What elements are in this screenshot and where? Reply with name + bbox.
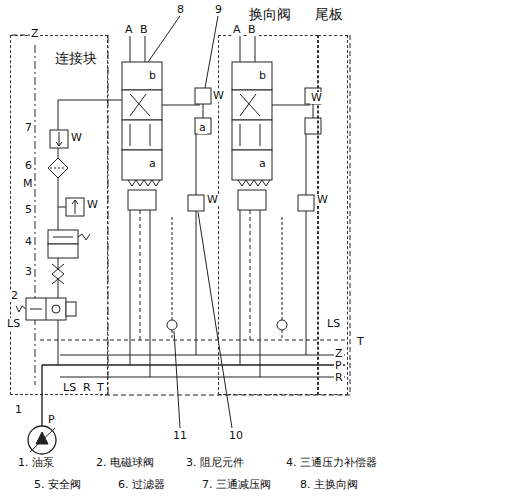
- callout-label: 3: [24, 266, 33, 278]
- callout-label: 10: [228, 430, 244, 442]
- callout-label: B: [139, 24, 149, 36]
- callout-label: P: [334, 360, 343, 372]
- callout-label: R: [334, 372, 344, 384]
- callout-label: 9: [214, 4, 223, 16]
- caption-item: 4. 三通压力补偿器: [286, 456, 377, 469]
- callout-label: T: [356, 336, 365, 348]
- section-heading: 连接块: [53, 50, 99, 67]
- callout-label: a: [148, 158, 157, 170]
- caption-item: 8. 主换向阀: [300, 478, 358, 491]
- callout-label: LS: [326, 318, 341, 330]
- caption-item: 5. 安全阀: [34, 478, 81, 491]
- caption-item: 2. 电磁球阀: [96, 456, 154, 469]
- callout-label: b: [148, 70, 157, 82]
- callout-label: A: [124, 24, 134, 36]
- callout-label: LS: [62, 382, 77, 394]
- callout-label: T: [96, 382, 105, 394]
- callout-label: 11: [172, 430, 188, 442]
- callout-label: 7: [24, 122, 33, 134]
- callout-label: A: [232, 24, 242, 36]
- callout-label: 5: [24, 204, 33, 216]
- callout-label: W: [310, 92, 323, 104]
- callout-label: P: [47, 414, 56, 426]
- caption-item: 6. 过滤器: [118, 478, 165, 491]
- callout-label: a: [198, 122, 207, 134]
- callout-label: 6: [24, 160, 33, 172]
- callout-label: LS: [6, 318, 21, 330]
- valve-section-region: 尾板: [318, 35, 348, 395]
- callout-label: W: [70, 132, 83, 144]
- callout-label: 8: [176, 4, 185, 16]
- caption-item: 7. 三通减压阀: [202, 478, 271, 491]
- section-heading: 换向阀: [247, 6, 293, 23]
- callout-label: Z: [30, 28, 40, 40]
- section-heading: 尾板: [313, 6, 345, 23]
- callout-label: 2: [10, 290, 19, 302]
- callout-label: R: [82, 382, 92, 394]
- callout-label: M: [22, 178, 34, 190]
- callout-label: W: [316, 194, 329, 206]
- caption-item: 1. 油泵: [18, 456, 54, 469]
- callout-label: W: [86, 199, 99, 211]
- callout-label: B: [247, 24, 257, 36]
- callout-label: Z: [334, 348, 344, 360]
- callout-label: 4: [24, 236, 33, 248]
- callout-label: a: [258, 158, 267, 170]
- valve-section-region: 换向阀: [218, 35, 318, 395]
- caption-item: 3. 阻尼元件: [186, 456, 244, 469]
- callout-label: 1: [14, 404, 23, 416]
- callout-label: W: [212, 90, 225, 102]
- callout-label: W: [206, 194, 219, 206]
- callout-label: b: [258, 70, 267, 82]
